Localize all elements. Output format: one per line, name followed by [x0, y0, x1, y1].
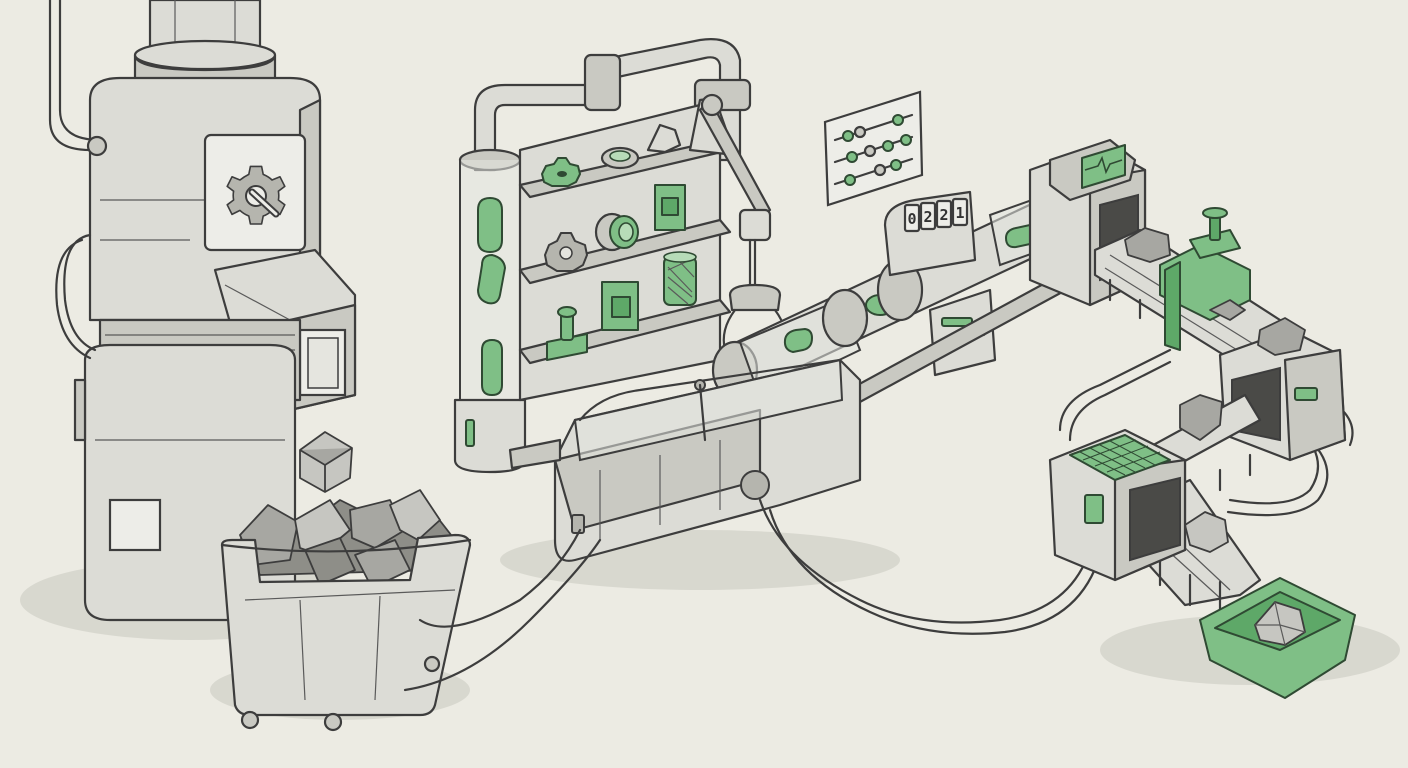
- gear-wrench-icon: [226, 165, 286, 225]
- counter-digit-2: 2: [923, 208, 932, 226]
- pipeline: 0 2 2 1: [711, 188, 1072, 417]
- storage-rack: [453, 38, 752, 474]
- rock-cart: [220, 489, 472, 732]
- cables: [403, 348, 1354, 692]
- hopper-machine: [48, 0, 357, 622]
- counter-digit-3: 2: [939, 206, 948, 224]
- scanner-machine: [1218, 317, 1347, 462]
- abacus: [823, 90, 924, 207]
- output-tray: [1199, 577, 1356, 699]
- base-tank: [508, 358, 862, 562]
- counter-digit-1: 0: [907, 210, 916, 228]
- robotic-arm: [688, 93, 788, 352]
- gear-part: [541, 157, 581, 187]
- heartbeat-wave-icon: [1081, 144, 1126, 189]
- sorting-machine: [1048, 428, 1187, 582]
- digit-counter: 0 2 2 1: [903, 197, 969, 233]
- conveyor-upper: [1093, 207, 1282, 367]
- polyhedron-gem: [1254, 601, 1306, 646]
- counter-digit-4: 1: [955, 204, 964, 222]
- falling-rock-cube: [299, 431, 353, 493]
